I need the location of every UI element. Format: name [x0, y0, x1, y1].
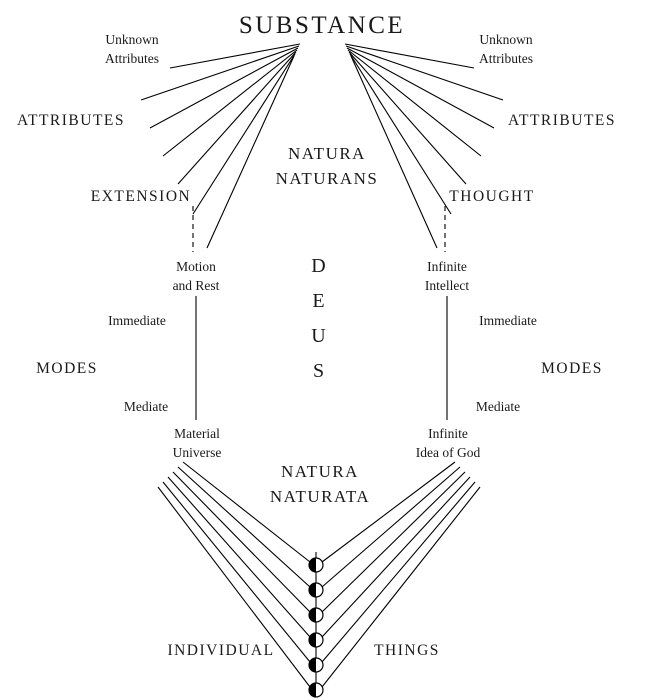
deus-label: DEUS	[307, 255, 330, 395]
half-filled-circle-icon	[308, 682, 324, 698]
unknown-attributes-right-label: Unknown Attributes	[479, 32, 533, 66]
modes-right-label: MODES	[541, 360, 603, 377]
infinite-idea-of-god-label: Infinite Idea of God	[415, 426, 481, 460]
immediate-left-label: Immediate	[108, 313, 166, 328]
unknown-attributes-left-label: Unknown Attributes	[105, 32, 159, 66]
substance-fan-left	[140, 43, 301, 249]
extension-label: EXTENSION	[90, 188, 192, 205]
natura-naturata-label: NATURA NATURATA	[269, 462, 371, 506]
natura-naturans-label: NATURA NATURANS	[275, 144, 379, 188]
thought-label: THOUGHT	[449, 188, 535, 205]
things-label: THINGS	[374, 642, 440, 659]
attributes-left-label: ATTRIBUTES	[17, 112, 125, 129]
immediate-right-label: Immediate	[479, 313, 537, 328]
half-filled-circle-icon	[308, 632, 324, 648]
converging-bundle-right	[321, 461, 481, 688]
individual-label: INDIVIDUAL	[167, 642, 275, 659]
half-filled-circle-icon	[308, 582, 324, 598]
half-filled-circle-icon	[308, 657, 324, 673]
converging-bundle-left	[157, 461, 311, 688]
motion-and-rest-label: Motion and Rest	[172, 259, 220, 293]
modes-left-label: MODES	[36, 360, 98, 377]
modes-lines	[195, 296, 448, 420]
infinite-intellect-label: Infinite Intellect	[424, 259, 470, 293]
material-universe-label: Material Universe	[172, 426, 222, 460]
half-filled-circle-icon	[308, 607, 324, 623]
half-filled-circle-icon	[308, 557, 324, 573]
attributes-right-label: ATTRIBUTES	[508, 112, 616, 129]
individual-thing-nodes	[308, 557, 324, 698]
substance-fan-right	[344, 43, 504, 249]
mediate-left-label: Mediate	[123, 399, 169, 414]
substance-label: SUBSTANCE	[238, 12, 406, 39]
dashed-connectors	[192, 206, 446, 252]
mediate-right-label: Mediate	[475, 399, 521, 414]
